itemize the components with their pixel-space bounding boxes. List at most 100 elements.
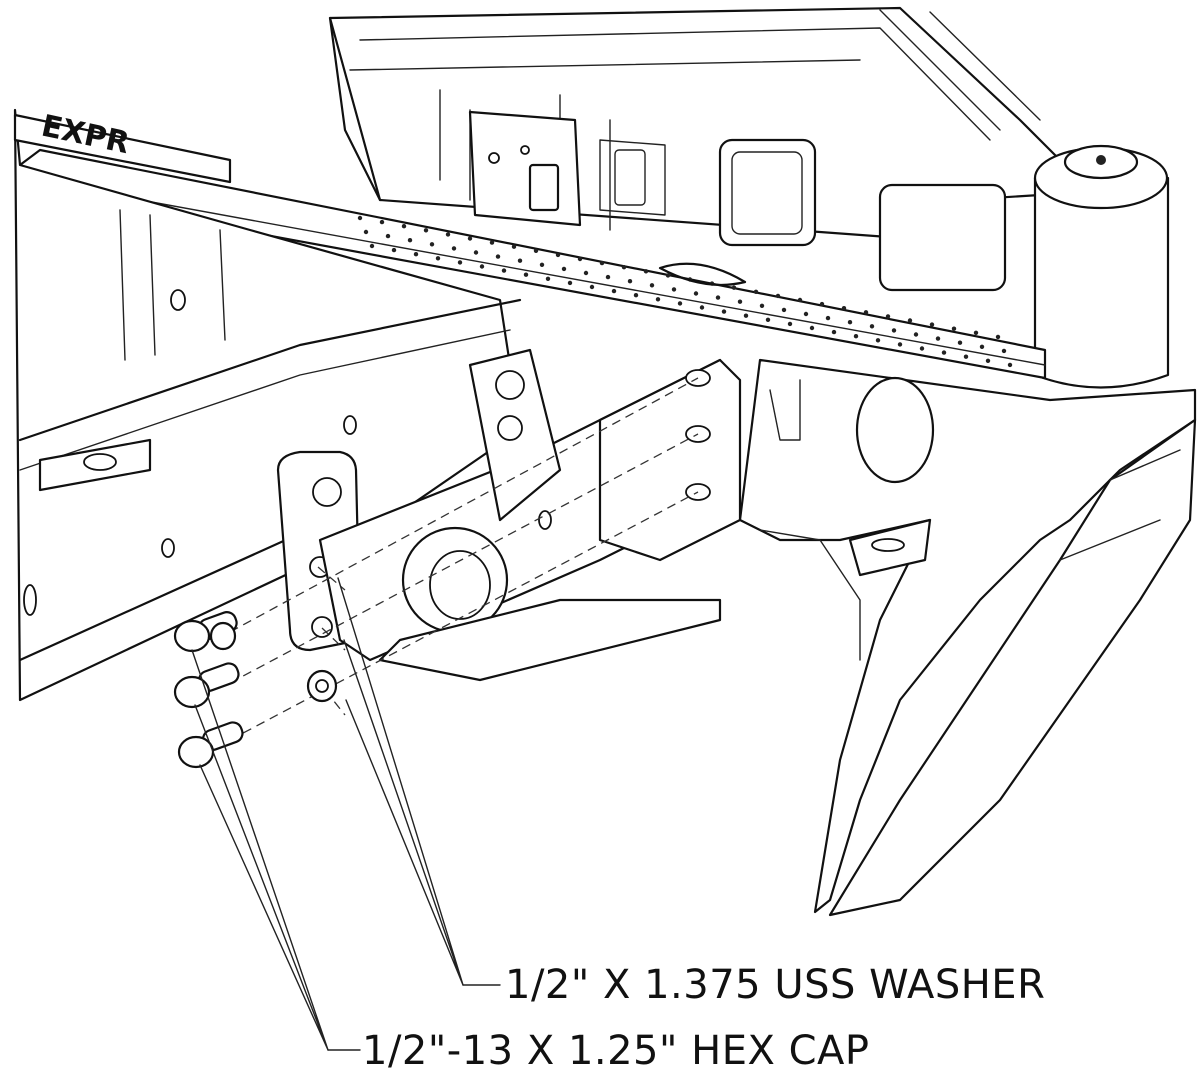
perforation-hole: [737, 299, 743, 304]
perforation-hole: [907, 318, 913, 323]
perforation-hole: [973, 330, 979, 335]
hex-cap-screw: [173, 611, 238, 653]
perforation-hole: [655, 297, 661, 302]
perforation-hole: [435, 256, 441, 261]
perforation-hole: [781, 307, 787, 313]
perforation-hole: [385, 233, 391, 239]
perforation-hole: [875, 338, 881, 343]
perforation-hole: [495, 254, 501, 259]
perforation-hole: [869, 324, 875, 329]
perforation-hole: [649, 283, 655, 288]
perforation-hole: [577, 256, 583, 262]
perforation-hole: [693, 291, 699, 296]
perforation-hole: [533, 248, 539, 253]
perforation-hole: [423, 228, 429, 233]
cutout-window: [878, 183, 1007, 292]
perforation-hole: [897, 342, 903, 347]
perforation-hole: [357, 215, 363, 221]
perforation-hole: [583, 270, 589, 276]
perforation-hole: [1001, 348, 1007, 354]
perforated-top-plate: [18, 148, 1047, 380]
perforation-hole: [511, 244, 517, 249]
leader-lines: [191, 577, 501, 1051]
perforation-hole: [941, 350, 947, 355]
perforation-hole: [363, 229, 369, 235]
perforation-hole: [935, 336, 941, 341]
perforation-hole: [831, 329, 837, 335]
perforation-hole: [391, 247, 397, 253]
perforation-hole: [401, 224, 407, 229]
perforation-hole: [891, 328, 897, 333]
perforation-hole: [445, 232, 451, 237]
shackle-mount-cylinder: [1033, 144, 1170, 389]
upper-bumper-structure: [328, 6, 1062, 292]
perforation-hole: [413, 252, 419, 257]
perforation-hole: [369, 243, 375, 249]
perforation-hole: [847, 320, 853, 325]
mounting-bracket: [276, 348, 742, 682]
perforation-hole: [951, 326, 957, 331]
perforation-hole: [985, 358, 991, 363]
cutout-window: [718, 138, 817, 247]
perforation-hole: [803, 311, 809, 317]
skid-guard: [738, 358, 1197, 917]
perforation-hole: [501, 268, 507, 273]
perforation-hole: [379, 219, 385, 225]
perforation-hole: [841, 306, 847, 311]
perforation-hole: [473, 250, 479, 255]
perforation-hole: [589, 284, 595, 290]
hex-cap-screw: [177, 721, 244, 769]
perforation-hole: [467, 236, 473, 241]
perforation-hole: [489, 240, 495, 245]
perforation-hole: [825, 315, 831, 321]
washer-callout-label: 1/2" X 1.375 USS WASHER: [505, 962, 1045, 1008]
perforation-hole: [561, 266, 567, 272]
perforation-hole: [699, 305, 705, 310]
perforation-hole: [995, 334, 1001, 340]
perforation-hole: [753, 289, 759, 294]
perforation-hole: [797, 297, 803, 303]
perforation-hole: [787, 321, 793, 327]
perforation-hole: [743, 313, 749, 318]
perforation-hole: [555, 252, 561, 258]
perforation-hole: [517, 258, 523, 263]
perforation-hole: [919, 346, 925, 351]
hex-cap-screw: [173, 662, 240, 709]
perforation-hole: [599, 260, 605, 266]
perforation-hole: [643, 269, 649, 274]
perforation-hole: [759, 303, 765, 308]
perforation-hole: [545, 276, 551, 281]
perforation-hole: [885, 314, 891, 319]
perforation-hole: [611, 288, 617, 294]
perforation-hole: [819, 301, 825, 307]
perforation-hole: [479, 264, 485, 269]
perforation-hole: [665, 273, 671, 278]
perforation-hole: [671, 287, 677, 292]
perforation-hole: [523, 272, 529, 277]
perforation-hole: [809, 325, 815, 331]
perforation-hole: [627, 279, 633, 284]
perforation-hole: [539, 262, 545, 267]
uss-washer: [306, 669, 338, 703]
perforation-hole: [957, 340, 963, 345]
perforation-hole: [429, 242, 435, 247]
exploded-hardware: [173, 377, 699, 769]
perforation-hole: [567, 280, 573, 286]
perforation-hole: [451, 246, 457, 251]
perforation-hole: [979, 344, 985, 349]
logo-mark: [658, 262, 747, 287]
perforation-hole: [407, 238, 413, 243]
perforation-hole: [913, 332, 919, 337]
hex-cap-callout-label: 1/2"-13 X 1.25" HEX CAP: [362, 1028, 870, 1074]
perforation-hole: [963, 354, 969, 359]
perforation-hole: [853, 334, 859, 339]
perforation-hole: [621, 265, 627, 270]
perforation-hole: [457, 260, 463, 265]
perforation-hole: [731, 285, 737, 290]
perforation-hole: [721, 309, 727, 314]
perforation-hole: [929, 322, 935, 327]
perforation-hole: [765, 317, 771, 322]
perforation-hole: [715, 295, 721, 300]
